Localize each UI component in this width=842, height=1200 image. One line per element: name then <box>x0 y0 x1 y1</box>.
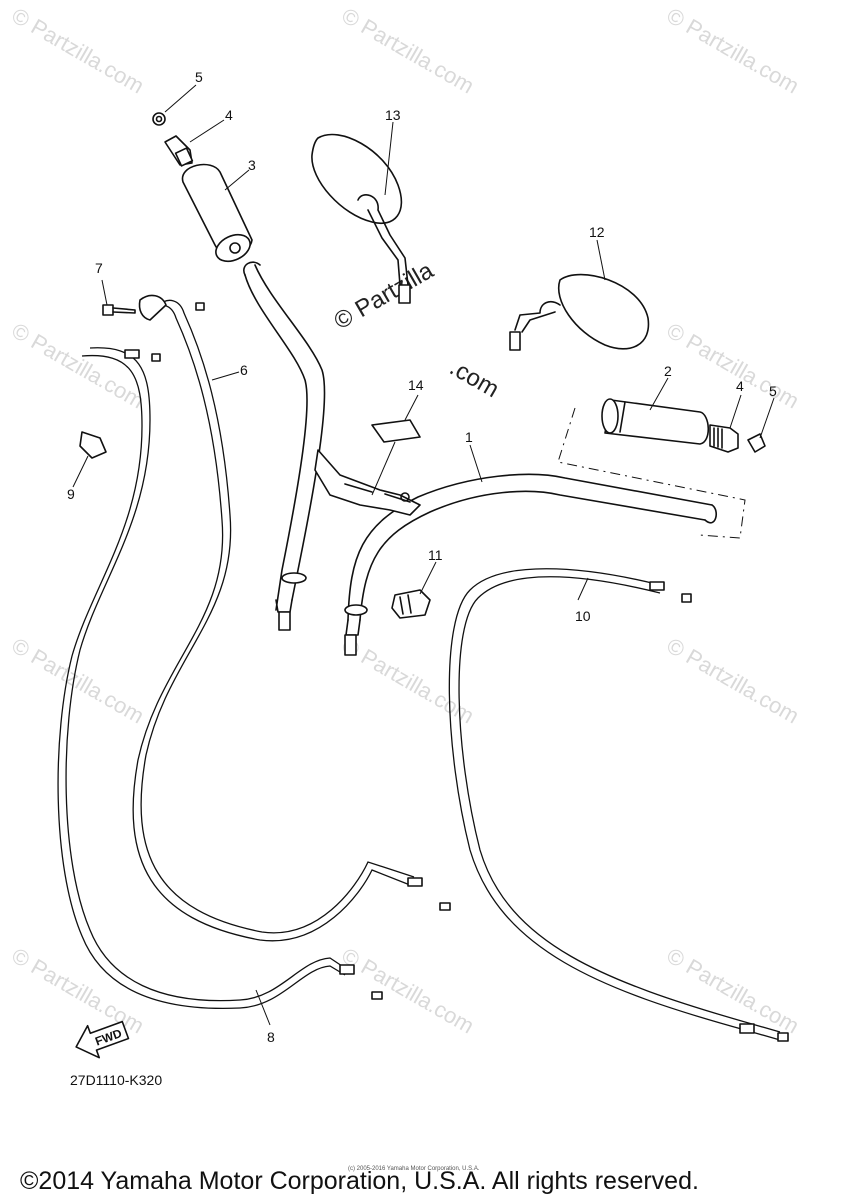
watermark: © Partzilla.com <box>663 3 804 99</box>
center-watermark-suffix: .com <box>445 354 504 403</box>
callout-8: 8 <box>267 1029 275 1045</box>
callout-1: 1 <box>465 429 473 445</box>
callout-12: 12 <box>589 224 605 240</box>
screw-part-7 <box>102 304 136 316</box>
bar-end-upper-left <box>152 112 194 167</box>
callout-5-right: 5 <box>769 383 777 399</box>
callout-7: 7 <box>95 260 103 276</box>
watermark: © Partzilla.com <box>8 633 149 729</box>
mirror-part-12 <box>509 273 650 351</box>
watermark: © Partzilla.com <box>8 318 149 414</box>
clutch-cable-part-10 <box>448 568 789 1042</box>
callout-10: 10 <box>575 608 591 624</box>
throttle-cable-part-6 <box>132 294 451 942</box>
callout-4-right: 4 <box>736 378 744 394</box>
callout-11: 11 <box>428 547 443 563</box>
label-part-14 <box>371 394 421 496</box>
watermark: © Partzilla.com <box>663 318 804 414</box>
clip-part-9 <box>79 431 107 459</box>
callout-3: 3 <box>248 157 256 173</box>
callout-13: 13 <box>385 107 401 123</box>
mirror-part-13 <box>311 133 411 304</box>
fwd-arrow-icon: FWD <box>75 1020 130 1059</box>
watermark: © Partzilla.com <box>338 633 479 729</box>
copyright-notice: ©2014 Yamaha Motor Corporation, U.S.A. A… <box>20 1167 699 1195</box>
grip-part-2 <box>557 398 766 539</box>
callout-9: 9 <box>67 486 75 502</box>
grip-part-3 <box>181 163 253 263</box>
handlebar-part-1 <box>243 261 717 656</box>
watermark: © Partzilla.com <box>663 943 804 1039</box>
callout-14: 14 <box>408 377 424 393</box>
center-watermark: © Partzilla <box>330 257 439 336</box>
callout-2: 2 <box>664 363 672 379</box>
callout-6: 6 <box>240 362 248 378</box>
switch-part-11 <box>391 589 431 619</box>
watermark: © Partzilla.com <box>8 3 149 99</box>
callout-5: 5 <box>195 69 203 85</box>
throttle-cable-part-8 <box>57 347 383 1010</box>
watermark: © Partzilla.com <box>338 3 479 99</box>
watermark: © Partzilla.com <box>663 633 804 729</box>
watermark: © Partzilla.com <box>8 943 149 1039</box>
fine-print: (c) 2005-2016 Yamaha Motor Corporation, … <box>348 1166 480 1172</box>
watermark: © Partzilla.com <box>338 943 479 1039</box>
callout-4: 4 <box>225 107 233 123</box>
callouts: 5 4 3 13 12 7 6 2 4 5 14 1 9 11 10 8 <box>67 69 777 1045</box>
leader-lines <box>72 84 775 1026</box>
diagram-code: 27D1110-K320 <box>70 1072 162 1088</box>
